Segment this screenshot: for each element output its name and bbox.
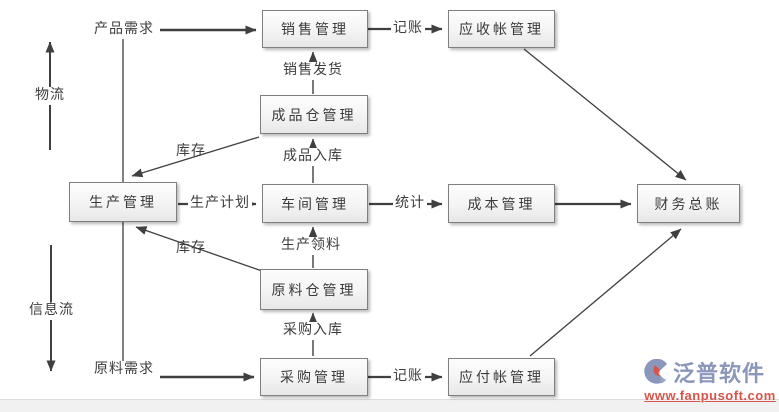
- node-production-mgmt: 生产管理: [69, 182, 177, 222]
- edge-label-inventory-bottom: 库存: [176, 241, 206, 256]
- edge-label-product-demand: 产品需求: [92, 21, 156, 39]
- arrow-receivables-to-ledger: [523, 48, 687, 181]
- edge-label-sales-delivery: 销售发货: [281, 62, 345, 80]
- watermark: 泛普软件 www.fanpusoft.com: [644, 356, 776, 403]
- edge-label-production-plan: 生产计划: [188, 195, 252, 213]
- arrow-inventory-from-raw-material: [135, 226, 263, 272]
- edge-label-statistics: 统计: [393, 195, 427, 213]
- edge-label-inventory-top: 库存: [176, 144, 206, 159]
- arrow-inventory-from-finished-goods: [131, 136, 260, 178]
- node-finished-goods-warehouse-mgmt: 成品仓管理: [260, 95, 368, 134]
- brand-url: www.fanpusoft.com: [644, 388, 776, 403]
- legend-material-flow: 物流: [33, 87, 67, 105]
- edge-label-bookkeeping-purchase: 记账: [391, 368, 425, 386]
- fanpu-logo-icon: [644, 358, 669, 384]
- node-purchase-mgmt: 采购管理: [260, 358, 368, 396]
- bottom-window-strip: [0, 399, 779, 412]
- node-raw-material-warehouse-mgmt: 原料仓管理: [260, 269, 368, 310]
- node-cost-mgmt: 成本管理: [448, 184, 555, 223]
- node-receivables-mgmt: 应收帐管理: [448, 10, 555, 48]
- node-sales-mgmt: 销售管理: [262, 10, 368, 48]
- arrow-payables-to-ledger: [529, 228, 682, 357]
- edge-label-raw-material-demand: 原料需求: [92, 361, 156, 379]
- edge-label-finished-goods-inbound: 成品入库: [281, 148, 345, 166]
- legend-information-flow: 信息流: [27, 302, 76, 320]
- edge-label-production-material-issue: 生产领料: [279, 237, 343, 255]
- edge-label-bookkeeping-sales: 记账: [391, 20, 425, 38]
- node-financial-general-ledger: 财务总账: [637, 184, 740, 223]
- edge-label-purchase-inbound: 采购入库: [281, 322, 345, 340]
- node-workshop-mgmt: 车间管理: [262, 184, 368, 223]
- brand-name: 泛普软件: [673, 361, 766, 386]
- node-payables-mgmt: 应付帐管理: [448, 358, 555, 396]
